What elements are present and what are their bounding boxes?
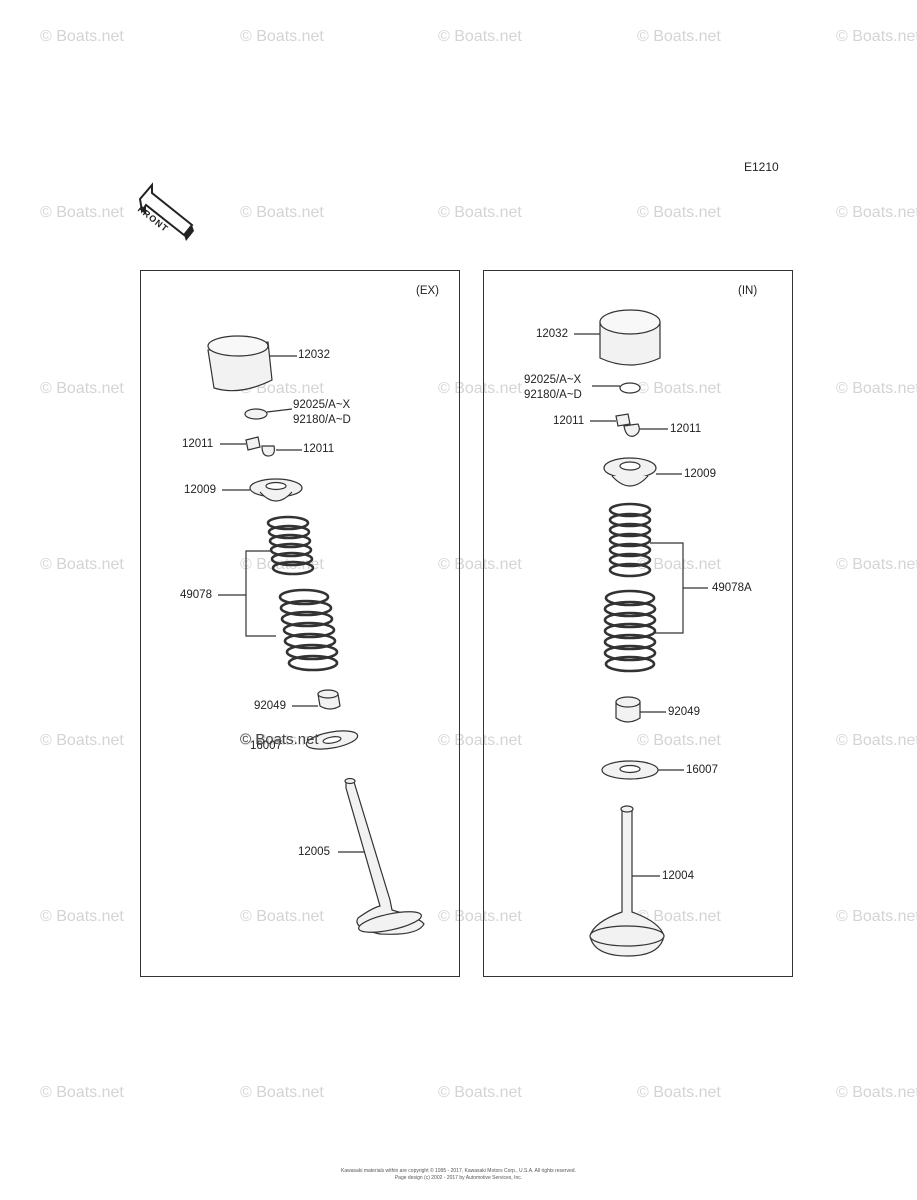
copyright-line-1: Kawasaki materials within are copyright … [341,1168,576,1174]
watermark: © Boats.net [836,28,917,45]
ex-cotter-right-part [261,445,275,457]
watermark: © Boats.net [438,1084,522,1101]
watermark: © Boats.net [240,908,324,925]
in-label-spring: 49078A [712,582,752,594]
watermark: © Boats.net [637,1084,721,1101]
watermark: © Boats.net [637,28,721,45]
ex-retainer-part [249,478,303,502]
ex-inline-watermark: © Boats.net [240,731,319,748]
in-valve-part [589,805,665,957]
ex-label-shim-b: 92180/A~D [293,414,351,426]
copyright-line-2: Page design (c) 2002 - 2017 by Automotiv… [394,1175,523,1181]
ex-label-seat: 16007 [250,740,282,752]
watermark: © Boats.net [240,732,324,749]
watermark: © Boats.net [637,204,721,221]
watermark: © Boats.net [637,556,721,573]
watermark: © Boats.net [40,204,124,221]
watermark: © Boats.net [438,556,522,573]
watermark: © Boats.net [438,732,522,749]
in-retainer-part [603,457,657,487]
ex-label-spring: 49078 [180,589,212,601]
watermark: © Boats.net [836,204,917,221]
in-panel-title: (IN) [738,285,758,297]
diagram-code: E1210 [744,160,779,174]
in-label-retainer: 12009 [684,468,716,480]
watermark: © Boats.net [40,908,124,925]
watermark: © Boats.net [40,732,124,749]
ex-label-tappet: 12032 [298,349,330,361]
in-cotter-right-part [623,423,640,437]
ex-inner-spring-part [266,515,315,576]
ex-panel-title: (EX) [416,285,439,297]
ex-cotter-left-part [245,436,261,451]
in-label-valve: 12004 [662,870,694,882]
ex-label-retainer: 12009 [184,484,216,496]
watermark: © Boats.net [40,28,124,45]
watermark: © Boats.net [836,908,917,925]
watermark: © Boats.net [836,732,917,749]
watermark: © Boats.net [637,380,721,397]
in-panel [483,270,793,977]
in-cotter-left-part [615,413,631,427]
watermark: © Boats.net [438,380,522,397]
watermark: © Boats.net [836,380,917,397]
watermark: © Boats.net [836,556,917,573]
in-shim-part [619,382,641,394]
watermark: © Boats.net [240,28,324,45]
in-label-cotter-left: 12011 [553,415,585,427]
watermark: © Boats.net [438,908,522,925]
ex-outer-spring-part [278,588,339,672]
ex-label-cotter-right: 12011 [303,443,335,455]
ex-tappet-part [207,335,273,392]
watermark: © Boats.net [240,204,324,221]
ex-panel [140,270,460,977]
ex-seat-part [305,730,359,750]
watermark: © Boats.net [836,1084,917,1101]
in-label-seal: 92049 [668,706,700,718]
ex-label-cotter-left: 12011 [182,438,214,450]
watermark: © Boats.net [637,732,721,749]
ex-shim-part [244,408,268,420]
in-label-cotter-right: 12011 [670,423,702,435]
in-seat-part [601,760,659,780]
in-seal-part [615,696,641,723]
front-arrow-icon [138,182,194,241]
ex-valve-part [344,777,425,935]
watermark: © Boats.net [40,556,124,573]
in-label-shim-b: 92180/A~D [524,389,582,401]
in-label-seat: 16007 [686,764,718,776]
watermark: © Boats.net [40,380,124,397]
ex-label-valve: 12005 [298,846,330,858]
ex-label-shim-a: 92025/A~X [293,399,351,411]
in-label-shim-a: 92025/A~X [524,374,582,386]
in-label-tappet: 12032 [536,328,568,340]
watermark: © Boats.net [40,1084,124,1101]
ex-label-seal: 92049 [254,700,286,712]
watermark: © Boats.net [438,204,522,221]
in-outer-spring-part [603,589,657,673]
watermark: © Boats.net [438,28,522,45]
watermark: © Boats.net [637,908,721,925]
in-tappet-part [599,309,661,366]
watermark: © Boats.net [240,1084,324,1101]
in-inner-spring-part [608,502,652,578]
ex-seal-part [317,689,341,710]
